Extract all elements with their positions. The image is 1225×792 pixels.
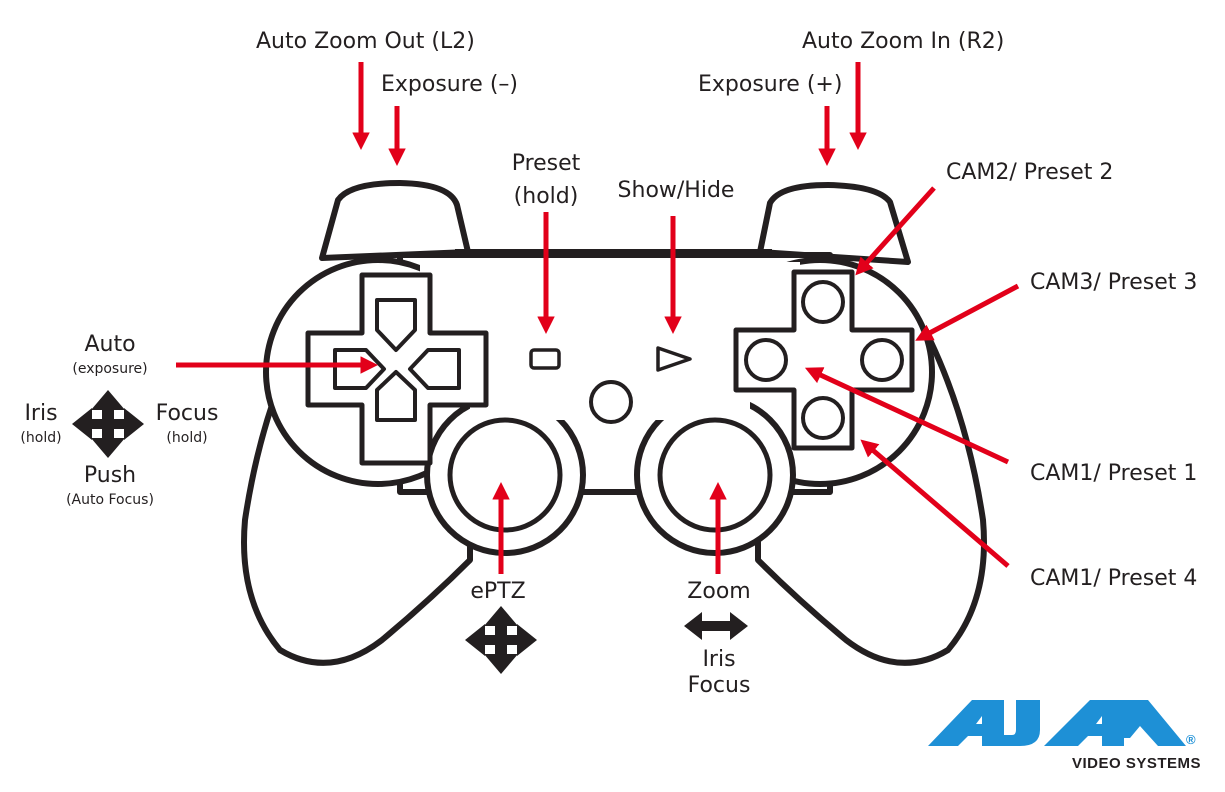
- label-push: Push: [83, 463, 137, 488]
- d-pad-right: [408, 348, 461, 390]
- face-button-top: [801, 280, 845, 324]
- label-iris: Iris: [24, 401, 58, 426]
- right-shoulder-button: [757, 182, 911, 265]
- face-buttons: [733, 269, 915, 451]
- label-preset-hold: (hold): [513, 184, 579, 209]
- label-auto: Auto: [84, 332, 136, 357]
- label-cam2-preset2: CAM2/ Preset 2: [946, 160, 1114, 185]
- label-auto-zoom-out: Auto Zoom Out (L2): [256, 29, 475, 54]
- d-pad-up: [375, 298, 417, 352]
- arrow-cam3: [915, 283, 1020, 341]
- left-analog-stick: [447, 417, 563, 533]
- four-way-arrow-icon-eptz: [465, 606, 537, 674]
- label-push-auto-focus: (Auto Focus): [66, 492, 154, 508]
- aja-logo: [928, 700, 1186, 746]
- label-preset: Preset: [511, 151, 581, 176]
- label-eptz: ePTZ: [470, 579, 526, 604]
- label-auto-zoom-in: Auto Zoom In (R2): [802, 29, 1005, 54]
- arrow-cam1-preset1: [804, 367, 1010, 465]
- ps-button: [589, 380, 633, 424]
- label-cam3-preset3: CAM3/ Preset 3: [1030, 270, 1198, 295]
- left-right-arrow-icon: [684, 612, 748, 640]
- logo-tagline: VIDEO SYSTEMS: [1072, 755, 1202, 772]
- label-focus: Focus: [155, 401, 219, 426]
- logo-registered-mark: ®: [1186, 732, 1196, 747]
- label-focus-hold: (hold): [166, 430, 208, 446]
- label-iris-right: Iris: [702, 647, 736, 672]
- start-button: [656, 346, 692, 372]
- arrow-cam1-preset4: [860, 439, 1010, 568]
- label-cam1-preset4: CAM1/ Preset 4: [1030, 566, 1198, 591]
- right-analog-stick: [657, 417, 773, 533]
- d-pad-down: [375, 370, 417, 422]
- label-zoom: Zoom: [687, 579, 751, 604]
- label-exposure-plus: Exposure (+): [698, 72, 843, 97]
- left-shoulder-button: [319, 180, 471, 261]
- face-button-left: [744, 338, 788, 382]
- select-button: [529, 348, 561, 370]
- label-iris-hold: (hold): [20, 430, 62, 446]
- label-auto-exposure: (exposure): [72, 361, 148, 377]
- four-way-arrow-icon: [72, 390, 144, 458]
- label-exposure-minus: Exposure (–): [381, 72, 519, 97]
- d-pad: [305, 272, 489, 466]
- label-focus-right: Focus: [687, 673, 751, 698]
- label-cam1-preset1: CAM1/ Preset 1: [1030, 461, 1198, 486]
- arrow-cam2: [855, 186, 936, 276]
- label-show-hide: Show/Hide: [617, 178, 735, 203]
- face-button-bottom: [801, 396, 845, 440]
- face-button-right: [860, 338, 904, 382]
